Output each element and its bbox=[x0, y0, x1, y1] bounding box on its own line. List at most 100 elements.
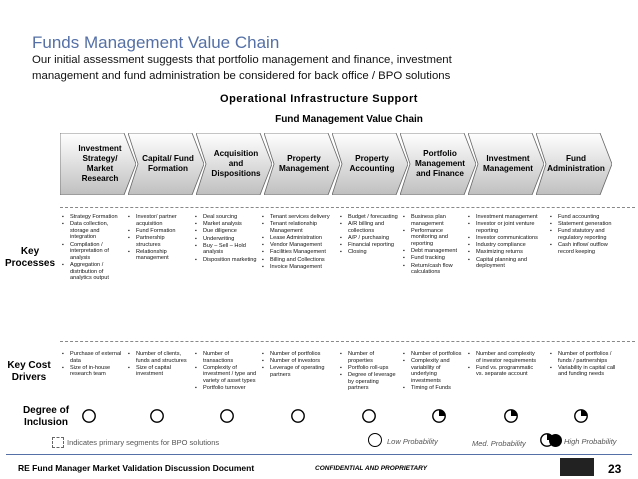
cost-driver-list-item: Size of in-house research team bbox=[62, 365, 124, 378]
low-probability-icon bbox=[291, 409, 305, 423]
chain-step: Property Management bbox=[264, 133, 340, 195]
cost-driver-list-item: Number of portfolios bbox=[262, 351, 332, 358]
chain-step: Investment Strategy/ Market Research bbox=[60, 133, 136, 195]
cost-driver-list: Number of portfoliosNumber of investorsL… bbox=[262, 351, 332, 379]
cost-driver-list-item: Number of investors bbox=[262, 358, 332, 365]
key-process-list-item: Buy – Sell – Hold analysis bbox=[195, 243, 257, 256]
cost-driver-list-item: Number of transactions bbox=[195, 351, 257, 364]
chain-step: Fund Administration bbox=[536, 133, 612, 195]
degree-of-inclusion-label: Degree of Inclusion bbox=[22, 405, 70, 428]
subtitle-line-1: Our initial assessment suggests that por… bbox=[32, 54, 452, 66]
chain-step-label: Property Accounting bbox=[349, 154, 395, 173]
key-process-list-item: Investor communications bbox=[468, 235, 540, 242]
cost-driver-list: Number of propertiesPortfolio roll-upsDe… bbox=[340, 351, 400, 392]
chain-header: Fund Management Value Chain bbox=[275, 114, 423, 125]
key-process-list-item: Investor or joint venture reporting bbox=[468, 221, 540, 234]
key-process-list-item: Closing bbox=[340, 249, 400, 256]
key-process-list-item: Strategy Formation bbox=[62, 214, 124, 221]
key-process-list-item: Capital planning and deployment bbox=[468, 257, 540, 270]
footer-confidential: CONFIDENTIAL AND PROPRIETARY bbox=[315, 465, 428, 472]
bpo-legend-text: Indicates primary segments for BPO solut… bbox=[67, 438, 220, 447]
key-cost-drivers-label: Key Cost Drivers bbox=[7, 360, 51, 383]
cost-driver-list: Number of portfoliosComplexity and varia… bbox=[403, 351, 465, 392]
key-process-list-item: Tenant services delivery bbox=[262, 214, 332, 221]
key-process-list-item: Business plan management bbox=[403, 214, 465, 227]
ops-header: Operational Infrastructure Support bbox=[220, 93, 418, 105]
key-process-list-item: Industry compliance bbox=[468, 242, 540, 249]
page-title: Funds Management Value Chain bbox=[32, 33, 280, 52]
low-probability-icon bbox=[362, 409, 376, 423]
cost-driver-list-item: Number of properties bbox=[340, 351, 400, 364]
chain-step: Property Accounting bbox=[332, 133, 408, 195]
cost-driver-list-item: Purchase of external data bbox=[62, 351, 124, 364]
key-process-list-item: Maximizing returns bbox=[468, 249, 540, 256]
key-process-list-item: Compilation / interpretation of analysis bbox=[62, 242, 124, 262]
key-process-list-item: Fund statutory and regulatory reporting bbox=[550, 228, 618, 241]
med-probability-icon bbox=[504, 409, 518, 423]
key-process-list-item: Financial reporting bbox=[340, 242, 400, 249]
key-process-list-item: Debt management bbox=[403, 248, 465, 255]
cost-driver-list: Number of clients, funds and structuresS… bbox=[128, 351, 190, 379]
key-process-list-item: Aggregation / distribution of analytics … bbox=[62, 262, 124, 282]
key-process-list-item: Cash inflow/ outflow record keeping bbox=[550, 242, 618, 255]
cost-driver-list: Number of transactionsComplexity of inve… bbox=[195, 351, 257, 392]
value-chain: Investment Strategy/ Market Research Cap… bbox=[60, 133, 635, 195]
bpo-legend-swatch bbox=[52, 437, 64, 448]
key-process-list-item: Performance monitoring and reporting bbox=[403, 228, 465, 248]
key-process-list-item: Disposition marketing bbox=[195, 257, 257, 264]
key-process-list-item: A/R billing and collections bbox=[340, 221, 400, 234]
chain-step-label: Portfolio Management and Finance bbox=[414, 149, 466, 178]
key-process-list-item: A/P / purchasing bbox=[340, 235, 400, 242]
low-probability-icon bbox=[220, 409, 234, 423]
legend-med: Med. Probability bbox=[472, 439, 526, 448]
key-process-list-item: Fund accounting bbox=[550, 214, 618, 221]
key-process-list-item: Data collection, storage and integration bbox=[62, 221, 124, 241]
cost-driver-list: Number of portfolios / funds / partnersh… bbox=[550, 351, 618, 379]
key-process-list-item: Market analysis bbox=[195, 221, 257, 228]
med-probability-icon bbox=[574, 409, 588, 423]
legend-high: High Probability bbox=[564, 437, 617, 446]
subtitle-line-2: management and fund administration be co… bbox=[32, 69, 451, 82]
cost-driver-list-item: Portfolio turnover bbox=[195, 385, 257, 392]
key-process-list-item: Fund tracking bbox=[403, 255, 465, 262]
chain-step-label: Investment Management bbox=[482, 154, 534, 173]
cost-driver-list-item: Number of clients, funds and structures bbox=[128, 351, 190, 364]
cost-driver-list-item: Number of portfolios bbox=[403, 351, 465, 358]
low-probability-icon bbox=[368, 433, 382, 447]
key-process-list-item: Tenant relationship Management bbox=[262, 221, 332, 234]
cost-driver-list-item: Timing of Funds bbox=[403, 385, 465, 392]
key-process-list-item: Investor/ partner acquisition bbox=[128, 214, 190, 227]
med-probability-icon bbox=[432, 409, 446, 423]
key-process-list-item: Billing and Collections bbox=[262, 257, 332, 264]
key-process-list: Investment managementInvestor or joint v… bbox=[468, 214, 540, 270]
key-process-list: Budget / forecastingA/R billing and coll… bbox=[340, 214, 400, 257]
key-process-list: Business plan managementPerformance moni… bbox=[403, 214, 465, 276]
chain-step-label: Investment Strategy/ Market Research bbox=[78, 144, 122, 183]
chain-step: Investment Management bbox=[468, 133, 544, 195]
key-process-list: Fund accountingStatement generationFund … bbox=[550, 214, 618, 256]
chain-step: Capital/ Fund Formation bbox=[128, 133, 204, 195]
cost-driver-list-item: Fund vs. programmatic vs. separate accou… bbox=[468, 365, 540, 378]
cost-driver-list-item: Portfolio roll-ups bbox=[340, 365, 400, 372]
high-probability-icon bbox=[549, 434, 562, 447]
key-process-list-item: Fund Formation bbox=[128, 228, 190, 235]
subtitle: Our initial assessment suggests that por… bbox=[32, 53, 632, 84]
company-logo bbox=[560, 458, 594, 476]
key-process-list: Investor/ partner acquisitionFund Format… bbox=[128, 214, 190, 263]
low-probability-icon bbox=[82, 409, 96, 423]
cost-driver-list-item: Leverage of operating partners bbox=[262, 365, 332, 378]
chain-step-label: Acquisition and Dispositions bbox=[211, 149, 261, 178]
cost-driver-list-item: Complexity and variability of underlying… bbox=[403, 358, 465, 384]
chain-step-label: Fund Administration bbox=[547, 154, 605, 173]
key-processes-label: Key Processes bbox=[4, 246, 56, 269]
key-process-list: Strategy FormationData collection, stora… bbox=[62, 214, 124, 282]
cost-driver-list-item: Size of capital investment bbox=[128, 365, 190, 378]
cost-driver-list-item: Variability in capital call and funding … bbox=[550, 365, 618, 378]
key-process-list-item: Due diligence bbox=[195, 228, 257, 235]
cost-driver-list-item: Degree of leverage by operating partners bbox=[340, 372, 400, 392]
page-number: 23 bbox=[608, 462, 622, 476]
legend-low: Low Probability bbox=[387, 437, 438, 446]
key-process-list-item: Partnership structures bbox=[128, 235, 190, 248]
footer-rule bbox=[6, 454, 632, 455]
footer-doc-title: RE Fund Manager Market Validation Discus… bbox=[18, 463, 255, 473]
